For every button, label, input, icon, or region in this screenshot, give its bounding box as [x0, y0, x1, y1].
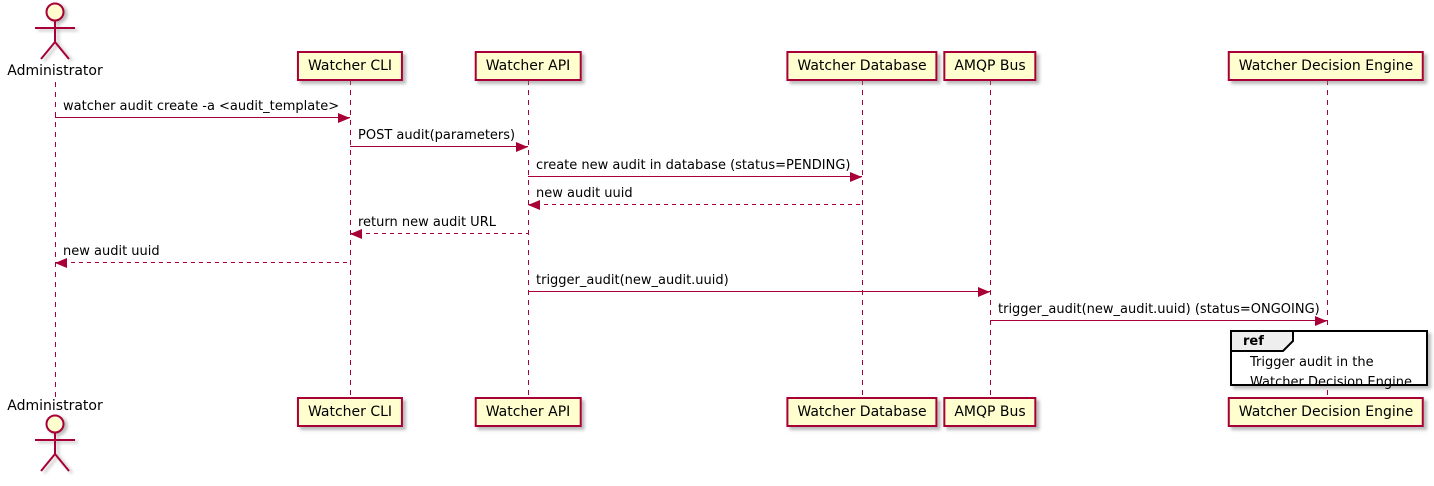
- participant-watcher-cli-bottom: Watcher CLI: [296, 397, 404, 427]
- message-1-arrowhead-icon: [338, 113, 350, 123]
- actor-icon-administrator-top: [35, 2, 75, 60]
- message-7-arrowhead-icon: [978, 287, 990, 297]
- message-8-line: [990, 320, 1327, 321]
- participant-watcher-decision-engine-top: Watcher Decision Engine: [1227, 51, 1425, 81]
- message-8-label: trigger_audit(new_audit.uuid) (status=ON…: [998, 302, 1320, 317]
- participant-watcher-database-bottom: Watcher Database: [786, 397, 938, 427]
- message-4-arrowhead-icon: [528, 200, 540, 210]
- message-2-arrowhead-icon: [516, 142, 528, 152]
- message-5-line: [350, 233, 528, 234]
- lifeline-watcher-api: [528, 80, 529, 397]
- actor-icon-administrator-bottom: [35, 414, 75, 472]
- message-6-line: [55, 262, 350, 263]
- message-7-label: trigger_audit(new_audit.uuid): [536, 273, 729, 288]
- message-6-label: new audit uuid: [63, 244, 160, 259]
- participant-amqp-bus-top: AMQP Bus: [943, 51, 1037, 81]
- ref-text-line-2: Watcher Decision Engine: [1250, 375, 1412, 390]
- participant-watcher-database-top: Watcher Database: [786, 51, 938, 81]
- ref-tag-shape: [1230, 330, 1294, 352]
- message-5-label: return new audit URL: [358, 215, 496, 230]
- message-8-arrowhead-icon: [1315, 316, 1327, 326]
- participant-watcher-api-bottom: Watcher API: [474, 397, 582, 427]
- ref-keyword: ref: [1243, 334, 1264, 349]
- participant-watcher-cli-top: Watcher CLI: [296, 51, 404, 81]
- lifeline-amqp-bus: [990, 80, 991, 397]
- ref-frame: ref Trigger audit in the Watcher Decisio…: [1230, 330, 1428, 390]
- message-4-line: [528, 204, 862, 205]
- actor-label-administrator-bottom: Administrator: [7, 398, 103, 414]
- message-3-label: create new audit in database (status=PEN…: [536, 158, 851, 173]
- message-5-arrowhead-icon: [350, 229, 362, 239]
- lifeline-administrator: [55, 82, 56, 397]
- lifeline-watcher-decision-engine: [1327, 80, 1328, 397]
- participant-watcher-decision-engine-bottom: Watcher Decision Engine: [1227, 397, 1425, 427]
- message-6-arrowhead-icon: [55, 258, 67, 268]
- message-1-line: [55, 117, 350, 118]
- message-3-line: [528, 176, 862, 177]
- lifeline-watcher-database: [862, 80, 863, 397]
- actor-label-administrator-top: Administrator: [7, 63, 103, 79]
- message-7-line: [528, 291, 990, 292]
- message-1-label: watcher audit create -a <audit_template>: [63, 99, 340, 114]
- message-4-label: new audit uuid: [536, 186, 633, 201]
- ref-text-line-1: Trigger audit in the: [1250, 355, 1374, 370]
- message-2-label: POST audit(parameters): [358, 128, 516, 143]
- message-2-line: [350, 146, 528, 147]
- participant-watcher-api-top: Watcher API: [474, 51, 582, 81]
- participant-amqp-bus-bottom: AMQP Bus: [943, 397, 1037, 427]
- message-3-arrowhead-icon: [850, 172, 862, 182]
